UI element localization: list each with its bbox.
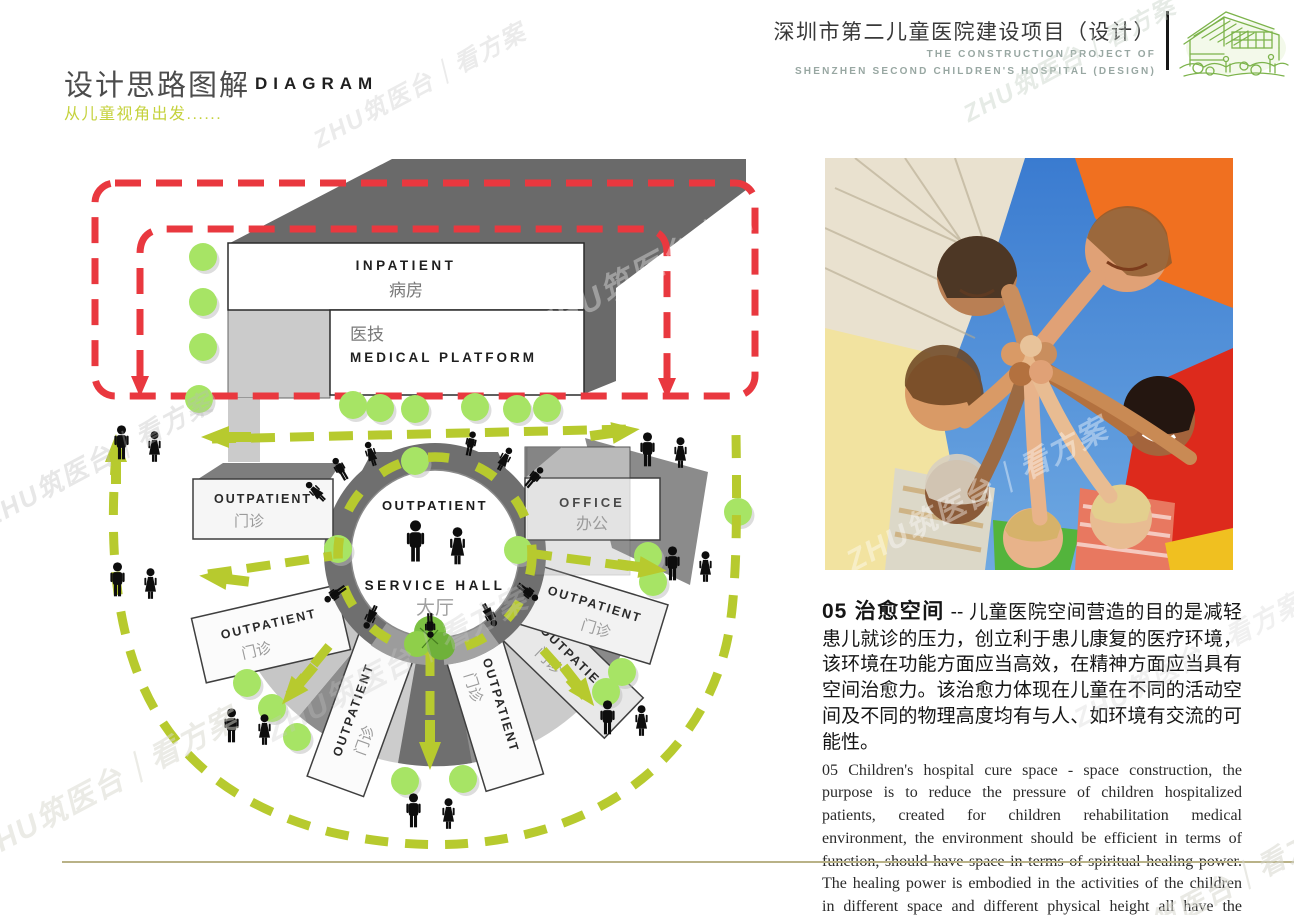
label-medical-en: MEDICAL PLATFORM [350,350,537,365]
article-en: 05 Children's hospital cure space - spac… [822,761,1242,915]
article-cn-body: -- 儿童医院空间营造的目的是减轻患儿就诊的压力，创立利于患儿康复的医疗环境，该… [822,602,1242,753]
service-hall: OUTPATIENT SERVICE HALL 大厅 [365,498,506,619]
concept-diagram: INPATIENT 病房 医技 MEDICAL PLATFORM OUTPATI… [91,159,759,849]
project-title-en-line2: SHENZHEN SECOND CHILDREN'S HOSPITAL (DES… [794,65,1156,77]
section-title-cn: 设计思路图解 [64,70,251,102]
footer-rule [62,861,1294,863]
hands-cluster [1001,335,1057,386]
article-heading: 05 治愈空间 [822,600,945,623]
wing-outpatient-nw: OUTPATIENT 门诊 [192,463,341,540]
article-block: 05 治愈空间 -- 儿童医院空间营造的目的是减轻患儿就诊的压力，创立利于患儿康… [822,598,1242,915]
label-medical-cn: 医技 [350,325,384,344]
label-outpatient-cn: 门诊 [240,640,273,663]
label-outpatient-en: OUTPATIENT [214,492,312,506]
project-title-cn: 深圳市第二儿童医院建设项目（设计） [773,21,1156,44]
label-hall-outpatient: OUTPATIENT [382,498,488,513]
person-icon [442,798,455,829]
label-office-cn: 办公 [576,515,608,533]
person-icon [699,551,712,582]
inpatient-building: INPATIENT 病房 医技 MEDICAL PLATFORM [227,159,746,462]
wing-outpatient-w2: OUTPATIENT 门诊 [190,584,352,684]
project-title-en-line1: THE CONSTRUCTION PROJECT OF [926,49,1156,60]
person-icon [144,568,157,599]
label-inpatient-cn: 病房 [389,281,423,300]
red-circulation-path [91,179,759,400]
person-icon [406,793,421,828]
outpatient-wings: OUTPATIENT 门诊 OUTPATIENT 门诊 OUTPATIENT 门… [190,562,669,798]
project-title-en: THE CONSTRUCTION PROJECT OF SHENZHEN SEC… [795,47,1156,80]
hospital-logo-icon [1179,11,1289,77]
person-icon [148,431,161,462]
label-office-en: OFFICE [559,495,625,510]
header-divider [1166,11,1169,70]
person-icon [635,705,648,736]
building-roof [230,159,746,394]
green-outer-arc [108,433,742,849]
label-inpatient-en: INPATIENT [356,258,457,273]
inpatient-block [227,242,585,311]
label-hall-en: SERVICE HALL [365,578,506,593]
medical-platform-block [329,309,585,396]
red-arrow-icon [658,378,676,399]
article-cn: 05 治愈空间 -- 儿童医院空间营造的目的是减轻患儿就诊的压力，创立利于患儿康… [822,598,1242,756]
red-arrow-icon [131,376,149,397]
label-hall-cn: 大厅 [416,597,454,619]
children-photo [825,158,1233,570]
section-title-en: DIAGRAM [255,74,379,93]
person-icon [224,708,239,743]
section-subtitle: 从儿童视角出发...... [64,106,223,123]
building-side-strip [228,398,260,462]
label-outpatient-cn: 门诊 [234,513,264,530]
building-side-block [227,309,331,399]
